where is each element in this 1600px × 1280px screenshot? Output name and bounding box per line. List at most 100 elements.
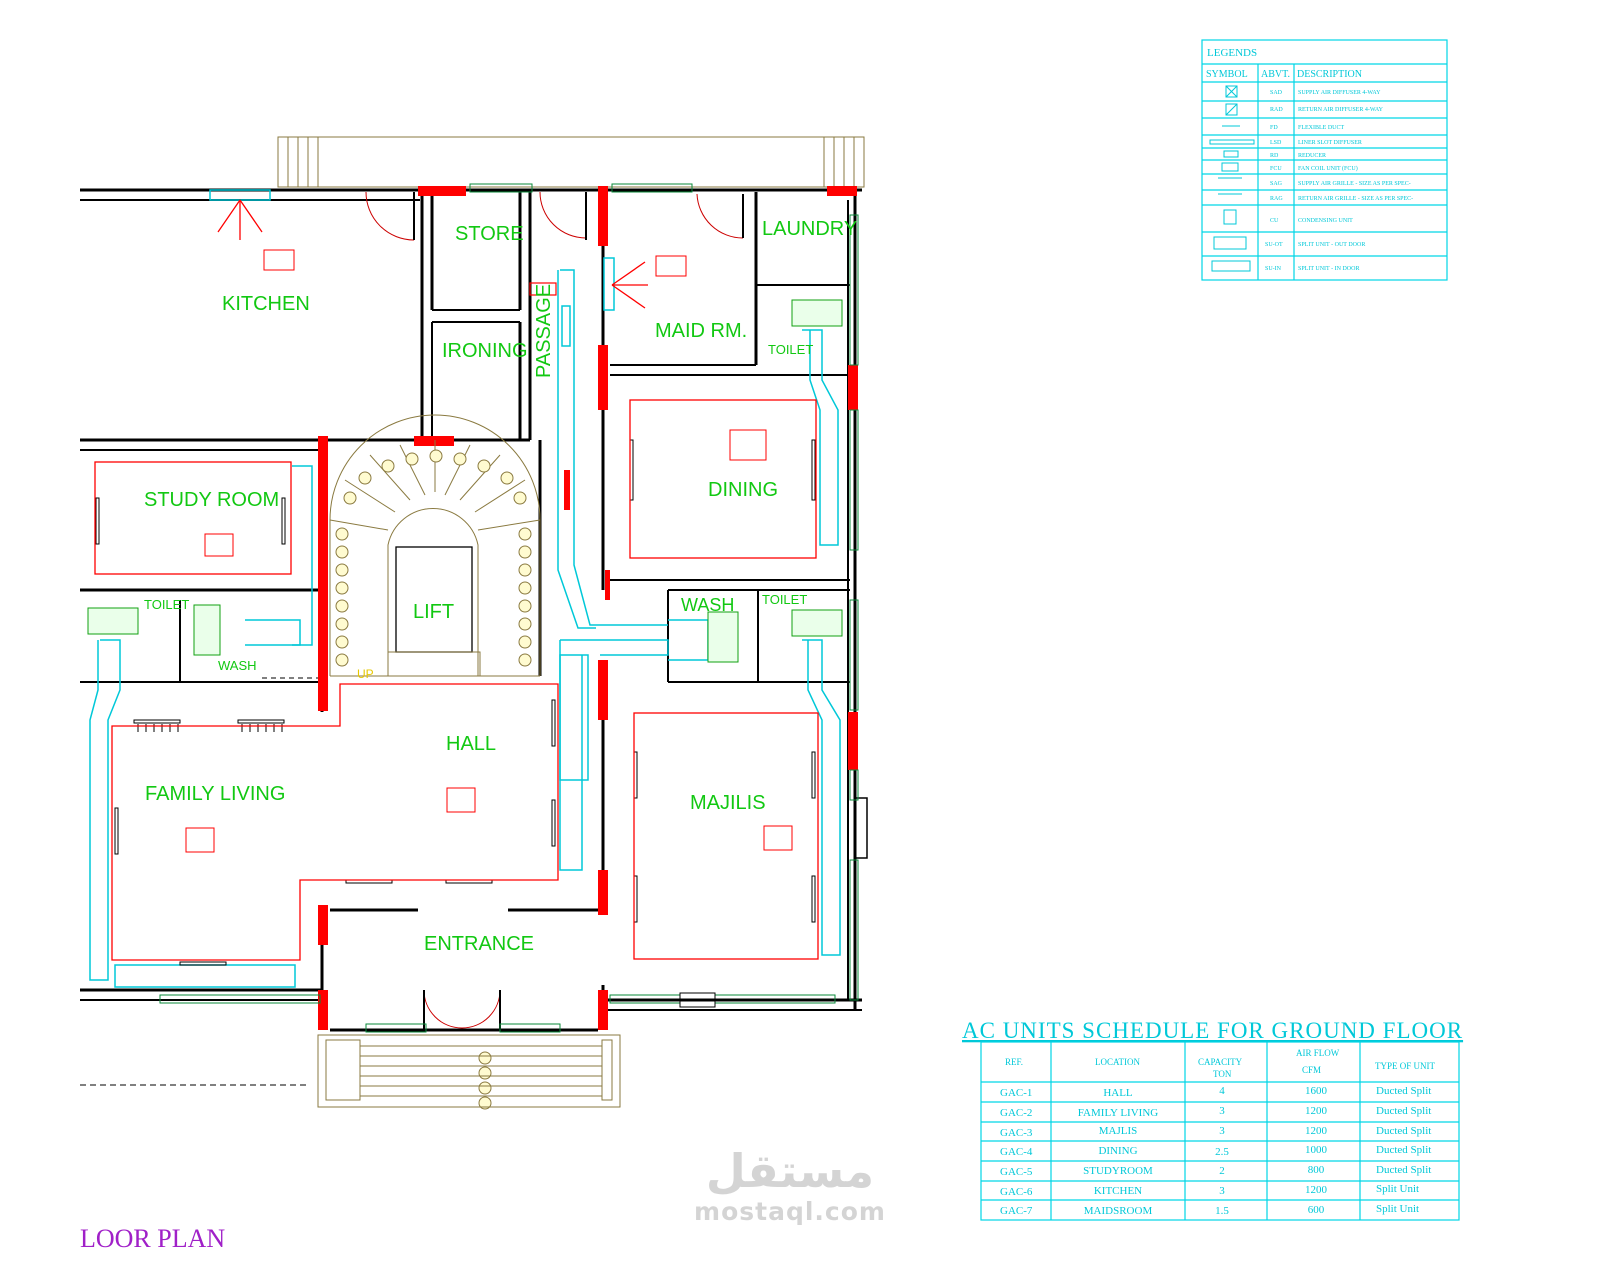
legend-header-symbol: SYMBOL bbox=[1206, 69, 1248, 80]
legend-abvt: RAD bbox=[1270, 107, 1283, 113]
lift-shaft bbox=[387, 546, 481, 677]
schedule-location: MAIDSROOM bbox=[1084, 1205, 1153, 1217]
unit-tags bbox=[185, 249, 793, 853]
legend-abvt: SU-IN bbox=[1265, 266, 1282, 272]
room-label-toilet-left: TOILET bbox=[144, 597, 189, 612]
legend-header-abvt: ABVT. bbox=[1261, 69, 1290, 80]
legend-desc: REDUCER bbox=[1298, 153, 1326, 159]
schedule-header-location: LOCATION bbox=[1095, 1057, 1140, 1067]
stair-up-label: UP bbox=[357, 667, 374, 681]
schedule-cfm: 1200 bbox=[1305, 1184, 1328, 1196]
schedule-type: Ducted Split bbox=[1376, 1144, 1431, 1156]
schedule-header-type: TYPE OF UNIT bbox=[1375, 1061, 1436, 1071]
room-label-passage: PASSAGE bbox=[533, 284, 555, 378]
schedule-ref: GAC-3 bbox=[1000, 1127, 1033, 1139]
schedule-ref: GAC-6 bbox=[1000, 1186, 1033, 1198]
room-label-laundry: LAUNDRY bbox=[762, 218, 857, 240]
legend-desc: SPLIT UNIT - OUT DOOR bbox=[1298, 242, 1365, 248]
legend-desc: SPLIT UNIT - IN DOOR bbox=[1298, 266, 1359, 272]
schedule-header-airflow: AIR FLOW bbox=[1296, 1048, 1340, 1058]
legend-abvt: LSD bbox=[1270, 140, 1282, 146]
room-label-ironing: IRONING bbox=[442, 340, 528, 362]
room-label-toilet-maid: TOILET bbox=[768, 342, 813, 357]
room-label-kitchen: KITCHEN bbox=[222, 293, 310, 315]
room-label-family: FAMILY LIVING bbox=[145, 783, 285, 805]
legend-abvt: RAG bbox=[1270, 196, 1283, 202]
ac-ducts bbox=[89, 189, 841, 988]
legend-title: LEGENDS bbox=[1207, 47, 1257, 59]
schedule-cfm: 1000 bbox=[1305, 1144, 1328, 1156]
staircase bbox=[329, 414, 541, 1110]
watermark-arabic: مستقل bbox=[705, 1144, 875, 1198]
schedule-capacity: 2.5 bbox=[1215, 1146, 1229, 1158]
room-label-lift: LIFT bbox=[413, 601, 454, 623]
legend-desc: SUPPLY AIR GRILLE - SIZE AS PER SPEC- bbox=[1298, 181, 1411, 187]
legend-abvt: SU-OT bbox=[1265, 242, 1283, 248]
schedule-cfm: 1200 bbox=[1305, 1125, 1328, 1137]
schedule-type: Split Unit bbox=[1376, 1203, 1419, 1215]
room-labels: KITCHEN STORE LAUNDRY IRONING PASSAGE MA… bbox=[144, 218, 857, 955]
legend-abvt: SAD bbox=[1270, 90, 1283, 96]
schedule-type: Ducted Split bbox=[1376, 1164, 1431, 1176]
schedule-ref: GAC-1 bbox=[1000, 1087, 1032, 1099]
legend-desc: CONDENSING UNIT bbox=[1298, 218, 1353, 224]
room-label-dining: DINING bbox=[708, 479, 778, 501]
legend-abvt: FCU bbox=[1270, 166, 1282, 172]
schedule-type: Ducted Split bbox=[1376, 1085, 1431, 1097]
schedule-location: STUDYROOM bbox=[1083, 1165, 1153, 1177]
schedule-capacity: 4 bbox=[1219, 1085, 1225, 1097]
schedule-capacity: 1.5 bbox=[1215, 1205, 1229, 1217]
room-label-entrance: ENTRANCE bbox=[424, 933, 534, 955]
schedule-ref: GAC-2 bbox=[1000, 1107, 1032, 1119]
schedule-location: FAMILY LIVING bbox=[1078, 1107, 1159, 1119]
room-label-wash-right: WASH bbox=[681, 595, 734, 615]
entrance-steps bbox=[317, 1034, 621, 1108]
schedule-header-airflow-unit: CFM bbox=[1302, 1065, 1321, 1075]
watermark: مستقل mostaql.com bbox=[690, 1145, 890, 1226]
windows bbox=[159, 183, 859, 1033]
legend-header-description: DESCRIPTION bbox=[1297, 69, 1362, 80]
schedule-type: Ducted Split bbox=[1376, 1125, 1431, 1137]
doors bbox=[365, 191, 744, 1030]
legend-rows: SAD SUPPLY AIR DIFFUSER 4-WAY RAD RETURN… bbox=[1265, 90, 1413, 272]
schedule-type: Split Unit bbox=[1376, 1183, 1419, 1195]
ac-schedule: AC UNITS SCHEDULE FOR GROUND FLOOR REF. … bbox=[962, 1018, 1463, 1221]
legend-desc: FAN COIL UNIT (FCU) bbox=[1298, 165, 1358, 172]
legend-abvt: CU bbox=[1270, 218, 1279, 224]
schedule-location: HALL bbox=[1103, 1087, 1133, 1099]
drawing-title: LOOR PLAN bbox=[80, 1224, 226, 1253]
legend-abvt: RD bbox=[1270, 153, 1279, 159]
ac-units bbox=[87, 299, 843, 663]
conditioned-zones bbox=[94, 399, 819, 961]
schedule-header-ref: REF. bbox=[1005, 1057, 1023, 1067]
schedule-header-capacity: CAPACITY bbox=[1198, 1057, 1243, 1067]
schedule-capacity: 3 bbox=[1219, 1185, 1225, 1197]
schedule-location: MAJLIS bbox=[1099, 1125, 1138, 1137]
structural-columns bbox=[318, 186, 858, 1030]
kitchen-split-airflow bbox=[217, 199, 648, 309]
legend-desc: LINER SLOT DIFFUSER bbox=[1298, 140, 1362, 146]
schedule-location: DINING bbox=[1098, 1145, 1137, 1157]
schedule-capacity: 3 bbox=[1219, 1105, 1225, 1117]
schedule-cfm: 1200 bbox=[1305, 1105, 1328, 1117]
schedule-cfm: 1600 bbox=[1305, 1085, 1328, 1097]
legend-symbols bbox=[1209, 85, 1255, 272]
room-label-store: STORE bbox=[455, 223, 524, 245]
room-label-majilis: MAJILIS bbox=[690, 792, 766, 814]
schedule-title: AC UNITS SCHEDULE FOR GROUND FLOOR bbox=[962, 1018, 1463, 1043]
schedule-location: KITCHEN bbox=[1094, 1185, 1142, 1197]
schedule-capacity: 2 bbox=[1219, 1165, 1225, 1177]
room-label-study: STUDY ROOM bbox=[144, 489, 279, 511]
legend-desc: FLEXIBLE DUCT bbox=[1298, 125, 1344, 131]
legend-table: LEGENDS SYMBOL ABVT. DESCRIPTION SAD SUP… bbox=[1201, 39, 1448, 281]
schedule-ref: GAC-5 bbox=[1000, 1166, 1033, 1178]
room-label-wash-left: WASH bbox=[218, 658, 257, 673]
schedule-ref: GAC-4 bbox=[1000, 1146, 1033, 1158]
schedule-rows: GAC-1 HALL 4 1600 Ducted Split GAC-2 FAM… bbox=[1000, 1085, 1431, 1217]
watermark-latin: mostaql.com bbox=[694, 1197, 886, 1226]
schedule-header-capacity-unit: TON bbox=[1213, 1069, 1232, 1079]
schedule-cfm: 800 bbox=[1308, 1164, 1325, 1176]
top-balcony bbox=[277, 136, 865, 188]
air-grilles bbox=[95, 439, 816, 966]
